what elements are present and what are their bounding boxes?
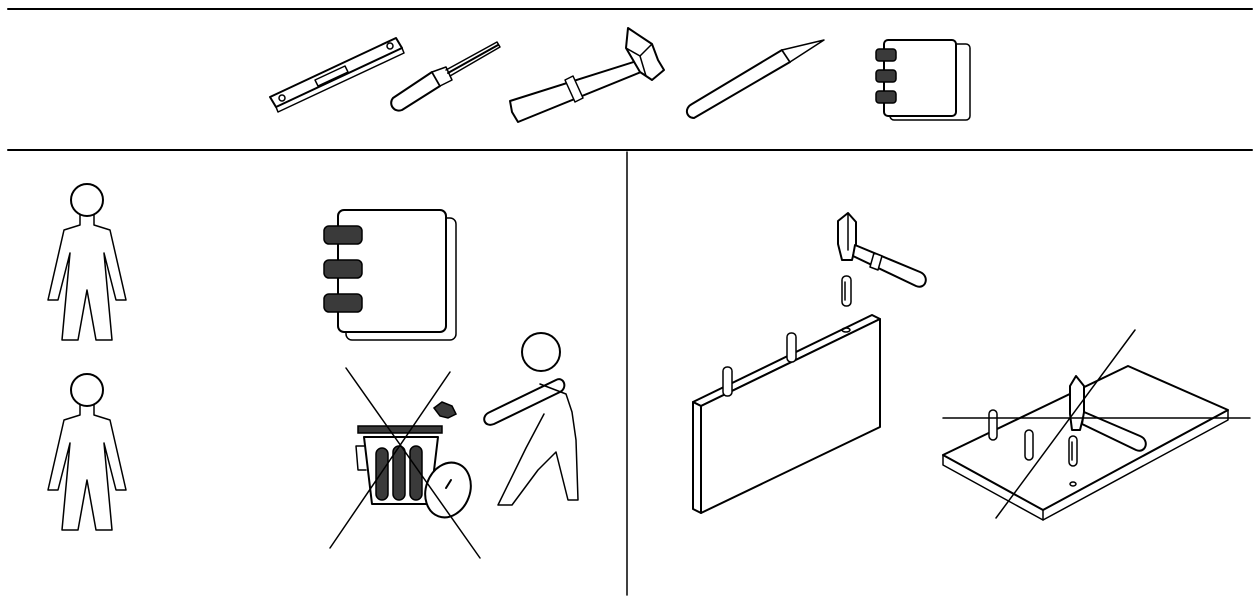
person-icon <box>47 183 127 341</box>
dowel-icon <box>786 332 797 363</box>
person-icon <box>47 373 127 531</box>
panel-face-assembly <box>942 329 1251 521</box>
carrying-person-icon <box>483 332 579 506</box>
hammer-icon <box>509 27 665 123</box>
panel-edge-assembly <box>692 212 927 514</box>
hammer-icon <box>1069 375 1147 452</box>
dowel-icon <box>988 409 998 441</box>
pencil-icon <box>686 39 825 119</box>
dowel-icon <box>1068 435 1078 467</box>
right-panel <box>692 212 1251 521</box>
dowel-icon <box>841 275 852 307</box>
hammer-icon <box>837 212 927 288</box>
spirit-level-icon <box>269 37 405 113</box>
manual-large-icon <box>323 209 457 341</box>
dowel-icon <box>1024 429 1034 461</box>
left-panel <box>47 183 579 559</box>
dowel-icon <box>722 366 733 397</box>
no-discard-icon <box>329 367 481 559</box>
screwdriver-icon <box>390 41 501 112</box>
manual-small-icon <box>875 39 971 121</box>
tools-row <box>269 27 971 123</box>
